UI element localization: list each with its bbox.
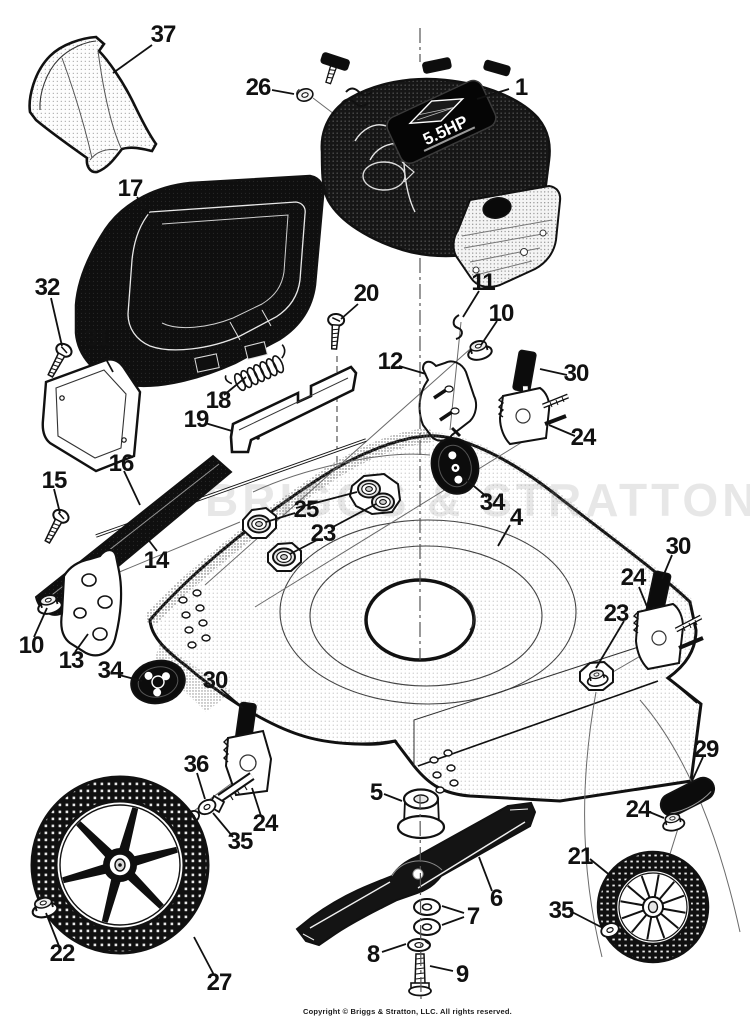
engine-cover-illustration xyxy=(74,174,325,388)
adjuster-right-mid xyxy=(632,570,704,671)
callout-1: 1 xyxy=(514,74,528,101)
spring-illustration xyxy=(224,344,286,392)
callout-24: 24 xyxy=(252,810,279,837)
lock-washer-8 xyxy=(407,938,431,952)
callout-27: 27 xyxy=(206,969,233,996)
callout-6: 6 xyxy=(489,885,503,912)
callout-26: 26 xyxy=(245,74,272,101)
leader-lines xyxy=(33,44,704,976)
grommet-26 xyxy=(296,88,314,102)
callout-31: 31 xyxy=(84,325,111,352)
bracket-13-illustration xyxy=(60,548,123,657)
callout-9: 9 xyxy=(455,961,469,988)
callout-24: 24 xyxy=(625,796,652,823)
callout-21: 21 xyxy=(567,843,594,870)
callout-7: 7 xyxy=(466,903,480,930)
deck-vent-holes-left xyxy=(178,589,211,649)
washer-35-rear xyxy=(600,922,620,938)
callout-30: 30 xyxy=(563,360,590,387)
hubcap-34-left xyxy=(130,659,186,705)
callout-12: 12 xyxy=(377,348,404,375)
deck-nut-bosses xyxy=(242,472,614,691)
callout-5: 5 xyxy=(369,779,383,806)
baffle-illustration xyxy=(229,365,358,454)
engine-bolt-top-right xyxy=(422,57,452,74)
callout-16: 16 xyxy=(108,450,135,477)
callout-24: 24 xyxy=(620,564,647,591)
front-wheel-illustration xyxy=(30,775,210,955)
grip-pad-29 xyxy=(659,776,716,817)
lockwasher-squiggle-left xyxy=(341,87,373,107)
callout-10: 10 xyxy=(18,632,45,659)
callout-32: 32 xyxy=(34,274,61,301)
callout-29: 29 xyxy=(693,736,720,763)
blade-illustration xyxy=(295,801,537,947)
engine-hp-label: 5.5HP xyxy=(386,79,497,165)
callout-24: 24 xyxy=(570,424,597,451)
callout-34: 34 xyxy=(97,657,124,684)
callout-14: 14 xyxy=(143,547,170,574)
callout-15: 15 xyxy=(41,467,68,494)
watermark-text: BRIGGS & STRATTON xyxy=(205,474,750,526)
callout-11: 11 xyxy=(471,269,495,296)
callout-23: 23 xyxy=(310,520,337,547)
callout-8: 8 xyxy=(366,941,380,968)
discharge-door-illustration xyxy=(41,358,142,473)
engine-illustration: 5.5HP xyxy=(296,52,562,288)
copyright-text: Copyright © Briggs & Stratton, LLC. All … xyxy=(303,1007,512,1016)
washer-36 xyxy=(197,798,217,816)
callout-37: 37 xyxy=(150,21,177,48)
callout-13: 13 xyxy=(58,647,85,674)
blade-adapter-5 xyxy=(396,788,446,840)
callout-4: 4 xyxy=(509,504,523,531)
mower-deck-illustration xyxy=(145,428,703,803)
callout-30: 30 xyxy=(202,667,229,694)
clip-11 xyxy=(452,314,463,340)
callout-30: 30 xyxy=(665,533,692,560)
deflector-illustration xyxy=(28,35,158,174)
engine-bolt-top-left xyxy=(320,52,350,85)
callout-18: 18 xyxy=(205,387,232,414)
callout-25: 25 xyxy=(293,496,320,523)
rear-wheel-illustration xyxy=(596,850,710,964)
callout-35: 35 xyxy=(548,897,575,924)
callout-36: 36 xyxy=(183,751,210,778)
callout-34: 34 xyxy=(479,489,506,516)
callout-35: 35 xyxy=(227,828,254,855)
center-axis-line xyxy=(419,28,422,1001)
blade-bolt-9 xyxy=(408,953,432,997)
callout-10: 10 xyxy=(488,300,515,327)
callout-17: 17 xyxy=(117,175,144,202)
callout-22: 22 xyxy=(49,940,76,967)
callout-19: 19 xyxy=(183,406,210,433)
adjuster-upper-right xyxy=(497,349,569,446)
deck-vent-holes-front xyxy=(429,749,459,794)
callout-23: 23 xyxy=(603,600,630,627)
engine-bolt-top-far-right xyxy=(483,59,511,77)
callout-20: 20 xyxy=(353,280,380,307)
